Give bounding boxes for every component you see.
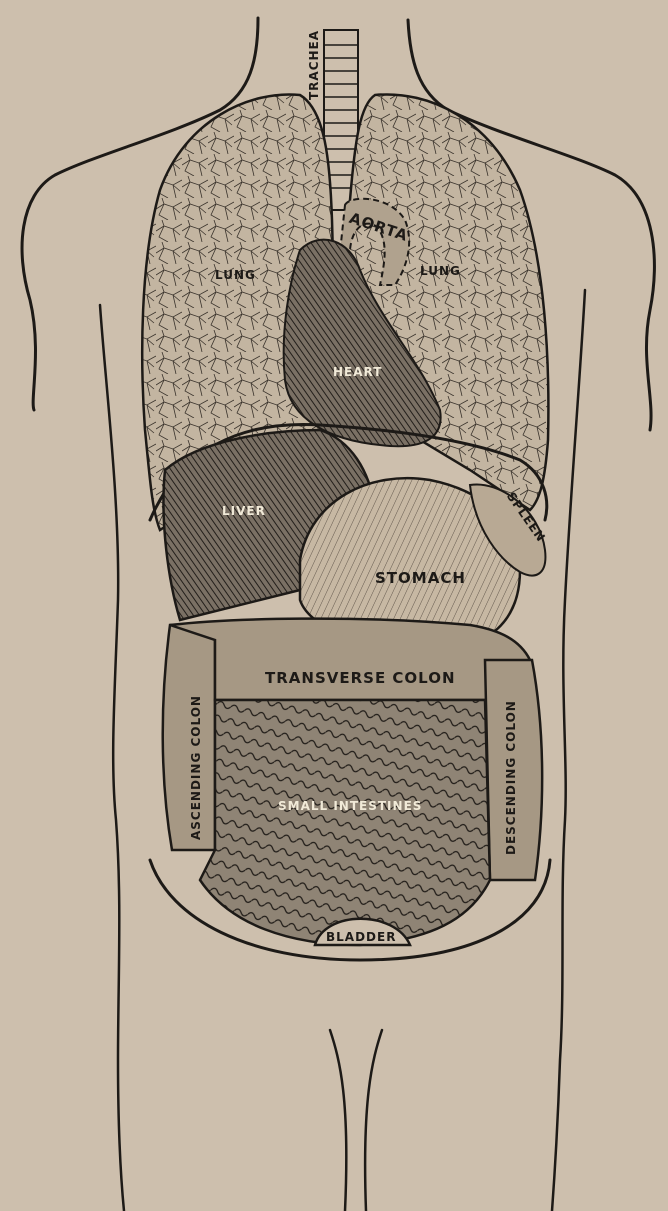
label-liver: LIVER (222, 504, 266, 518)
label-trachea: TRACHEA (307, 30, 321, 100)
label-lung-left: LUNG (215, 268, 256, 282)
label-heart: HEART (333, 365, 382, 379)
label-descending-colon: DESCENDING COLON (504, 700, 518, 855)
transverse-colon (170, 619, 530, 700)
label-lung-right: LUNG (420, 264, 461, 278)
label-ascending-colon: ASCENDING COLON (189, 695, 203, 840)
small-intestines (200, 700, 490, 945)
label-transverse-colon: TRANSVERSE COLON (265, 669, 456, 687)
label-stomach: STOMACH (375, 569, 466, 587)
label-small-intestines: SMALL INTESTINES (278, 799, 422, 813)
label-bladder: BLADDER (326, 930, 396, 944)
